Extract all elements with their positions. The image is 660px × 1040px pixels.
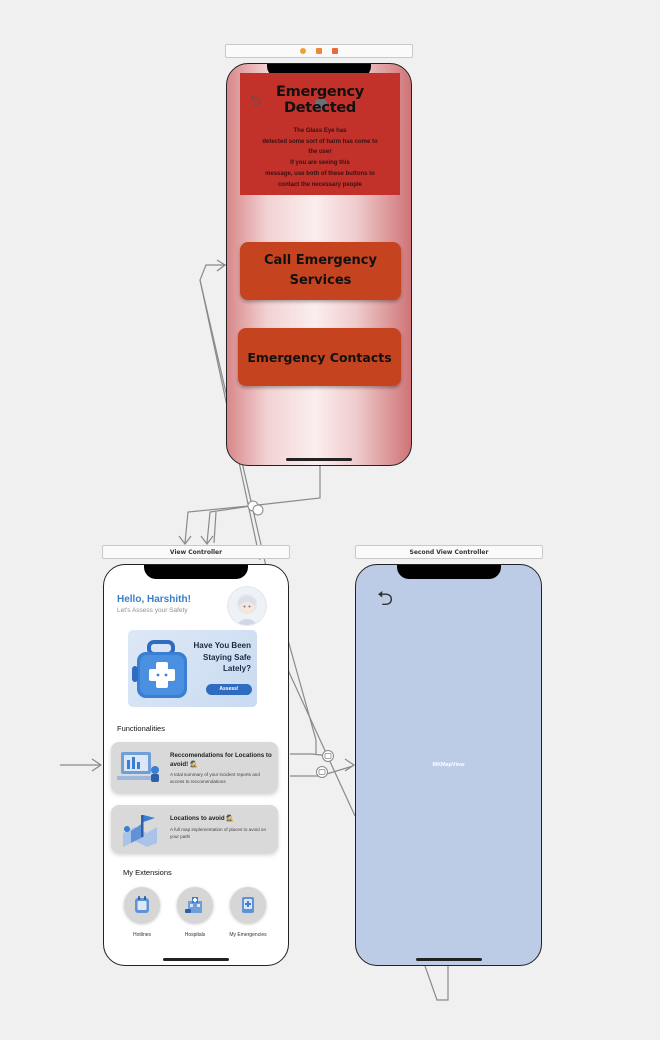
hospitals-label: Hospitals [184, 932, 206, 938]
locations-card[interactable]: Locations to avoid 🕵️ A full map impleme… [111, 805, 278, 853]
emergency-title: Emergency Detected [276, 84, 364, 116]
hotlines-button[interactable] [124, 887, 160, 923]
back-arrow-icon[interactable]: ⮌ [250, 92, 262, 108]
recommendations-card[interactable]: Reccomendations for Locations to avoid! … [111, 742, 278, 793]
call-emergency-services-label: Call Emergency Services [264, 253, 377, 288]
card-description: A total summary of your incident reports… [170, 772, 260, 784]
map-view-label: MKMapView [432, 762, 465, 768]
banner-title: Have You Been Staying Safe Lately? [193, 641, 251, 673]
message-line: If you are seeing this [290, 160, 350, 167]
hotlines-label: Hotlines [132, 932, 152, 938]
greeting-subtitle: Let's Assess your Safety [117, 607, 188, 614]
second-view-controller-scene-dock[interactable]: Second View Controller [355, 545, 543, 559]
assess-button-label: Assess! [219, 686, 239, 692]
assess-banner: Have You Been Staying Safe Lately? Asses… [128, 630, 257, 707]
extensions-heading: My Extensions [123, 868, 172, 877]
hospitals-button[interactable] [177, 887, 213, 923]
back-arrow-icon[interactable]: ⮌ [377, 588, 394, 610]
emergency-device-icon [242, 897, 254, 913]
second-view-controller-phone: ⮌ MKMapView [355, 564, 542, 966]
card-description: A full map implementation of places to a… [170, 827, 267, 839]
notch [396, 565, 501, 579]
scene-dock-icons [300, 48, 338, 54]
card-title: Reccomendations for Locations to avoid! … [170, 752, 272, 768]
functionalities-heading: Functionalities [117, 724, 165, 733]
message-line: detected some sort of harm has come to [262, 138, 378, 145]
home-indicator [163, 958, 229, 961]
emergency-phone: ⮌ Emergency Detected The Glass Eye has d… [226, 63, 412, 466]
avatar-icon [236, 594, 258, 625]
medical-kit-icon [132, 640, 187, 698]
assess-button[interactable]: Assess! [206, 684, 252, 695]
card-title: Locations to avoid 🕵️ [170, 815, 235, 822]
emergency-message: The Glass Eye has detected some sort of … [240, 126, 400, 190]
message-line: message, use both of these buttons to [265, 170, 375, 177]
hotlines-icon [135, 896, 149, 913]
message-line: contact the necessary people [277, 181, 363, 188]
hospital-icon [185, 897, 202, 913]
report-illustration-icon [117, 752, 159, 782]
my-emergencies-label: My Emergencies [229, 932, 267, 938]
home-indicator [415, 958, 482, 961]
view-controller-scene-dock[interactable]: View Controller [102, 545, 290, 559]
message-line: the user [308, 149, 332, 156]
emergency-banner: ⮌ Emergency Detected The Glass Eye has d… [240, 73, 400, 195]
second-view-controller-label: Second View Controller [409, 549, 489, 556]
call-emergency-services-button[interactable]: Call Emergency Services [240, 242, 401, 300]
avatar[interactable] [228, 587, 266, 625]
notch [144, 565, 248, 579]
avatar-icon [315, 98, 327, 110]
emergency-contacts-label: Emergency Contacts [247, 349, 392, 365]
home-indicator [286, 458, 352, 461]
my-emergencies-button[interactable] [230, 887, 266, 923]
view-controller-phone: Hello, Harshith! Let's Assess your Safet… [103, 564, 289, 966]
view-controller-label: View Controller [169, 549, 223, 556]
map-illustration-icon [123, 815, 157, 847]
emergency-contacts-button[interactable]: Emergency Contacts [238, 328, 401, 386]
emergency-scene-dock[interactable] [225, 44, 413, 58]
message-line: The Glass Eye has [293, 128, 347, 134]
greeting-text: Hello, Harshith! [117, 594, 191, 605]
